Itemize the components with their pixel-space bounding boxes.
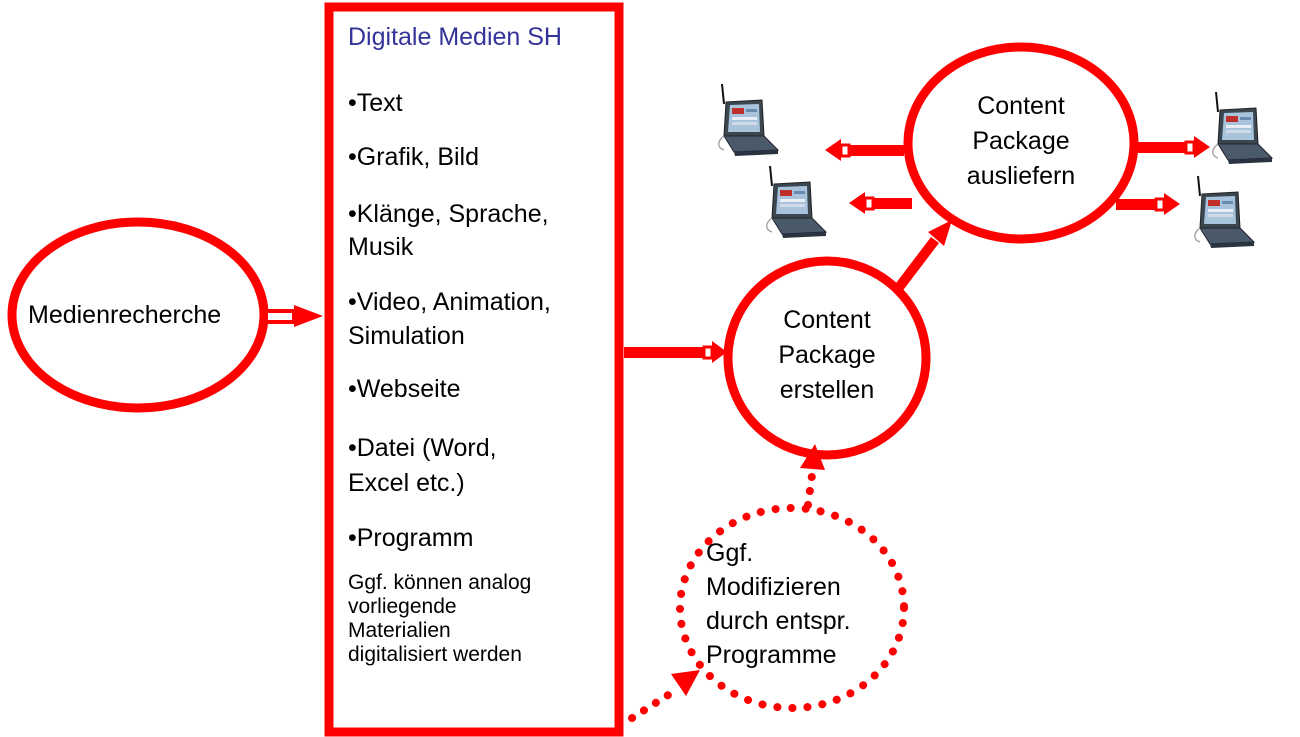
- modify-label-line: Programme: [706, 641, 837, 669]
- deliver-label-line: Package: [972, 127, 1070, 155]
- modify-label-line: Ggf.: [706, 539, 754, 567]
- arrow-create-to-deliver: [893, 220, 952, 294]
- media-item: •Video, Animation,: [348, 288, 551, 316]
- deliver-label-line: ausliefern: [966, 162, 1076, 190]
- modify-ellipse: [676, 504, 908, 712]
- laptop-icon: [765, 165, 827, 239]
- arrow-deliver-to-laptop-lower-right: [1116, 193, 1180, 215]
- deliver-ellipse: [903, 42, 1139, 244]
- arrow-media-to-create: [624, 341, 727, 363]
- media-item: •Text: [348, 89, 403, 117]
- note-line: Ggf. können analog: [348, 571, 532, 594]
- media-item-continued: Musik: [348, 233, 414, 261]
- arrow-deliver-to-laptop-lower-left: [849, 192, 912, 214]
- create-label: Content Package erstellen: [727, 303, 927, 408]
- modify-label-line: durch entspr.: [706, 607, 851, 635]
- laptop-icon: [1211, 91, 1273, 165]
- media-item-continued: Excel etc.): [348, 469, 465, 497]
- create-ellipse: [723, 256, 931, 460]
- note-line: digitalisiert werden: [348, 643, 522, 666]
- deliver-label: Content Package ausliefern: [921, 89, 1121, 194]
- media-item: •Programm: [348, 524, 474, 552]
- create-label-line: Package: [778, 341, 876, 369]
- create-label-line: Content: [783, 306, 871, 334]
- laptop-icon: [1193, 175, 1255, 249]
- arrow-recherche-to-media: [264, 305, 323, 327]
- arrow-media-to-modify: [628, 670, 700, 722]
- note-line: Materialien: [348, 619, 451, 642]
- media-box: [324, 2, 624, 737]
- arrow-deliver-to-laptop-upper-right: [1136, 136, 1210, 158]
- modify-label: Ggf. Modifizieren durch entspr. Programm…: [706, 536, 851, 672]
- media-box-title: Digitale Medien SH: [348, 23, 562, 51]
- note-line: vorliegende: [348, 595, 457, 618]
- modify-label-line: Modifizieren: [706, 573, 841, 601]
- recherche-label: Medienrecherche: [28, 301, 222, 329]
- deliver-label-line: Content: [977, 92, 1065, 120]
- media-item: •Webseite: [348, 375, 461, 403]
- arrow-deliver-to-laptop-upper-left: [825, 139, 904, 161]
- arrow-modify-to-create: [800, 444, 825, 509]
- media-item: •Grafik, Bild: [348, 143, 480, 171]
- laptop-icon: [717, 83, 779, 157]
- media-item: •Datei (Word,: [348, 434, 497, 462]
- media-item-continued: Simulation: [348, 322, 465, 350]
- create-label-line: erstellen: [779, 376, 875, 404]
- media-item: •Klänge, Sprache,: [348, 200, 549, 228]
